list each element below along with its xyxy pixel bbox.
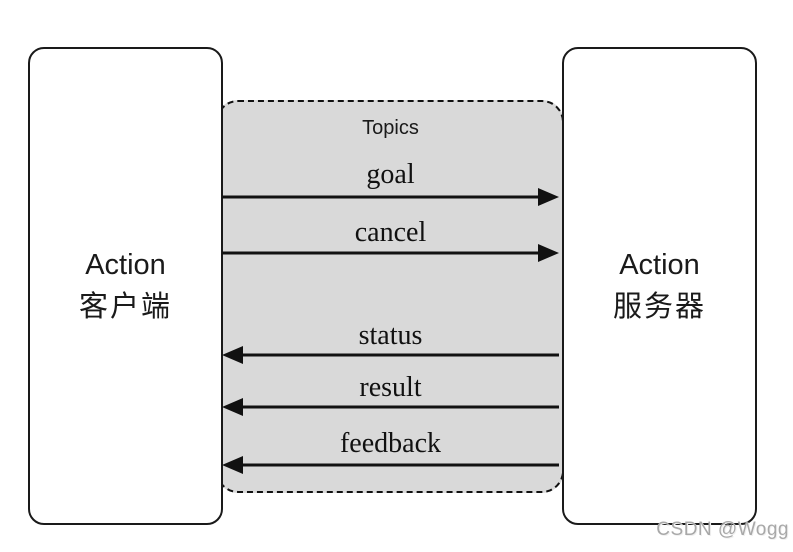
arrow-shaft: [222, 251, 544, 255]
arrow-shaft: [237, 463, 559, 467]
topics-region-label: Topics: [362, 117, 419, 139]
arrow-shaft: [222, 195, 544, 199]
cancel-arrow-right-icon: [222, 244, 559, 262]
arrow-shaft: [237, 405, 559, 409]
action-server-box: Action 服务器: [562, 47, 757, 525]
action-client-box: Action 客户端: [28, 47, 223, 525]
topic-label-status: status: [358, 320, 423, 351]
goal-arrow-right-icon: [222, 188, 559, 206]
action-client-title: Action: [85, 248, 166, 281]
status-arrow-left-icon: [222, 346, 559, 364]
arrow-shaft: [237, 353, 559, 357]
action-client-subtitle: 客户端: [78, 291, 172, 323]
action-server-subtitle: 服务器: [612, 291, 706, 323]
topic-label-feedback: feedback: [339, 428, 442, 459]
csdn-watermark: CSDN @Wogg: [656, 519, 789, 540]
topic-label-cancel: cancel: [354, 217, 427, 248]
result-arrow-left-icon: [222, 398, 559, 416]
action-server-title: Action: [619, 248, 700, 281]
feedback-arrow-left-icon: [222, 456, 559, 474]
topics-region: [216, 100, 564, 493]
topic-label-goal: goal: [366, 159, 415, 190]
topic-label-result: result: [359, 372, 422, 403]
